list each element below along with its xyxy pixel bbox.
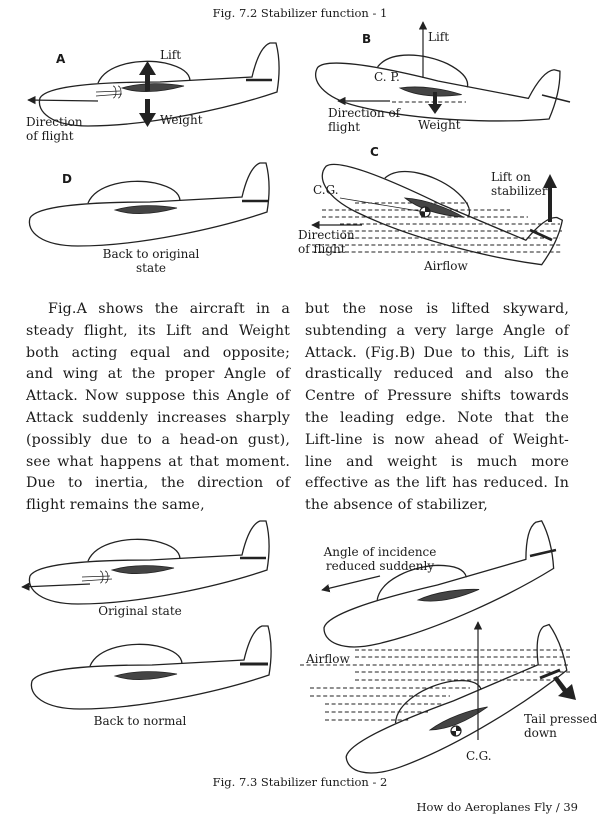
airflow-label-2: Airflow xyxy=(306,652,350,666)
direction-label-a: Direction of flight xyxy=(26,115,83,143)
panel-c-letter: C xyxy=(370,145,379,159)
lift-stabilizer-label: Lift on stabilizer xyxy=(491,170,548,198)
weight-arrow-a xyxy=(139,99,156,127)
lift-arrow-stabilizer xyxy=(543,174,557,222)
direction-arrow-original xyxy=(21,582,91,591)
plane-back-normal xyxy=(30,625,272,710)
back-to-normal-label: Back to normal xyxy=(93,714,187,728)
original-state-label: Original state xyxy=(98,604,182,618)
plane-incidence xyxy=(310,519,565,656)
lift-label-a: Lift xyxy=(160,48,182,62)
figure-caption-7-3: Fig. 7.3 Stabilizer function - 2 xyxy=(212,775,388,789)
direction-arrow-incidence xyxy=(321,575,381,593)
body-column-left: Fig.A shows the aircraft in a steady fli… xyxy=(26,301,290,514)
plane-b xyxy=(309,13,571,154)
plane-d xyxy=(28,162,270,247)
cg-label-2: C.G. xyxy=(466,749,492,763)
plane-original xyxy=(28,520,270,605)
tail-down-arrow xyxy=(553,676,576,700)
weight-label-b: Weight xyxy=(418,118,461,132)
lift-arrow-a xyxy=(139,61,156,91)
angle-incidence-label: Angle of incidence reduced suddenly xyxy=(323,545,437,573)
lift-label-b: Lift xyxy=(428,30,450,44)
cg-label-c: C.G. xyxy=(313,183,339,197)
cp-label-b: C. P. xyxy=(374,70,400,84)
running-footer: How do Aeroplanes Fly / 39 xyxy=(416,800,578,814)
panel-a-letter: A xyxy=(56,52,66,66)
tail-pressed-label: Tail pressed down xyxy=(524,712,598,740)
panel-d-letter: D xyxy=(62,172,72,186)
direction-label-c: Direction of flight xyxy=(298,228,355,256)
plane-a xyxy=(38,42,280,127)
airflow-lines-2 xyxy=(300,649,570,721)
figure-caption-7-2: Fig. 7.2 Stabilizer function - 1 xyxy=(212,6,388,20)
weight-label-a: Weight xyxy=(160,113,203,127)
plane-tail-pressed xyxy=(326,622,582,785)
panel-b-letter: B xyxy=(362,32,372,46)
body-column-right: but the nose is lifted skyward, subtendi… xyxy=(305,301,569,514)
airflow-label-c: Airflow xyxy=(424,259,468,273)
direction-label-b: Direction of flight xyxy=(328,106,401,134)
direction-arrow-a xyxy=(27,95,99,105)
weight-arrow-b xyxy=(428,92,442,114)
panel-d-caption: Back to original state xyxy=(102,247,200,275)
